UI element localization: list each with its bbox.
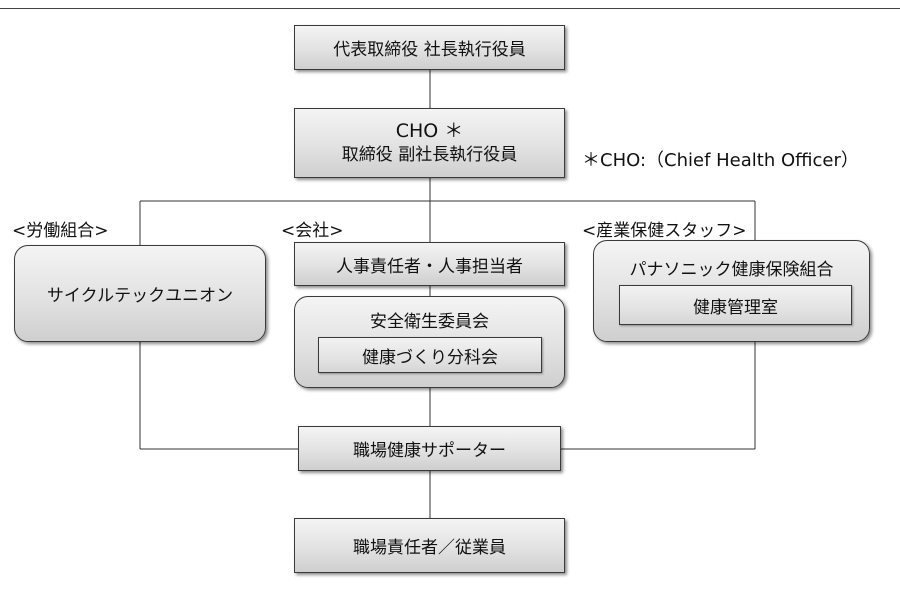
hr-box: 人事責任者・人事担当者 xyxy=(294,242,565,286)
cho-box-subtitle: 取締役 副社長執行役員 xyxy=(341,145,518,166)
health-subcommittee-label: 健康づくり分科会 xyxy=(362,347,498,368)
workplace-staff-box: 職場責任者／従業員 xyxy=(294,518,565,573)
health-staff-label: <産業保健スタッフ> xyxy=(580,216,749,241)
cho-box: CHO ＊ 取締役 副社長執行役員 xyxy=(294,108,565,178)
health-management-office-label: 健康管理室 xyxy=(693,297,778,318)
ceo-box-label: 代表取締役 社長執行役員 xyxy=(333,40,526,60)
health-insurance-box: パナソニック健康保険組合 健康管理室 xyxy=(593,240,870,342)
workplace-supporter-box: 職場健康サポーター xyxy=(298,426,561,471)
union-box: サイクルテックユニオン xyxy=(14,245,266,342)
hr-box-label: 人事責任者・人事担当者 xyxy=(336,256,523,277)
health-subcommittee-box: 健康づくり分科会 xyxy=(318,337,542,373)
top-rule xyxy=(0,8,900,9)
safety-committee-title: 安全衛生委員会 xyxy=(370,312,489,332)
health-management-office-box: 健康管理室 xyxy=(619,285,852,325)
workplace-staff-label: 職場責任者／従業員 xyxy=(353,538,506,558)
workplace-supporter-label: 職場健康サポーター xyxy=(353,441,506,461)
cho-footnote: ＊CHO:（Chief Health Officer） xyxy=(582,150,859,171)
health-insurance-title: パナソニック健康保険組合 xyxy=(629,260,834,280)
union-box-label: サイクルテックユニオン xyxy=(46,286,234,306)
cho-box-title: CHO ＊ xyxy=(395,119,464,142)
company-label: <会社> xyxy=(279,216,346,241)
union-label: <労働組合> xyxy=(10,216,111,241)
ceo-box: 代表取締役 社長執行役員 xyxy=(294,25,565,70)
safety-committee-box: 安全衛生委員会 健康づくり分科会 xyxy=(294,296,565,388)
